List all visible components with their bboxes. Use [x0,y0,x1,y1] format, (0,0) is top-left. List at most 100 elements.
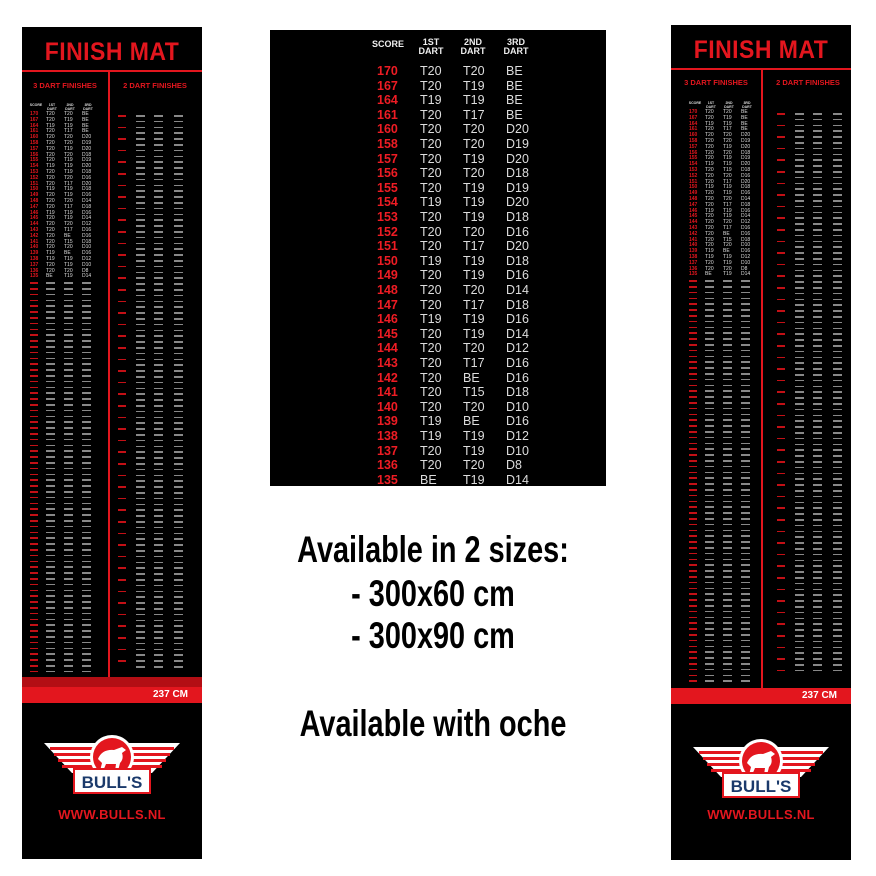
mat-cell: D20 [82,180,92,187]
illegible-row-mark [30,670,38,673]
illegible-row-mark [136,312,145,314]
illegible-row-mark [136,294,145,297]
illegible-row-mark [174,120,183,123]
illegible-row-mark [154,219,163,221]
illegible-row-mark [154,161,163,163]
website-url[interactable]: WWW.BULLS.NL [58,807,166,822]
mat-cell: D19 [82,157,92,164]
illegible-row-mark [795,577,804,579]
illegible-row-mark [705,512,714,514]
illegible-row-mark [795,362,804,364]
illegible-row-mark [705,576,714,578]
illegible-row-mark [833,194,842,196]
illegible-row-mark [64,299,73,302]
mat-cell: T20 [723,219,732,226]
illegible-row-mark [705,639,714,642]
illegible-row-mark [64,328,73,331]
mat-cell: 142 [689,230,698,237]
illegible-row-mark [705,431,714,433]
illegible-row-mark [705,280,714,282]
illegible-row-mark [154,202,163,204]
illegible-row-mark [741,674,750,677]
illegible-row-mark [64,363,73,365]
illegible-row-mark [795,501,804,504]
illegible-row-mark [154,155,163,158]
illegible-row-mark [174,190,183,192]
illegible-row-mark [82,537,91,539]
illegible-row-mark [46,537,55,539]
illegible-row-mark [705,587,714,590]
mat-cell: T20 [723,137,732,144]
column-header: 3RD DART [83,103,93,111]
illegible-row-mark [813,176,822,179]
wing-stripe [128,747,174,750]
illegible-row-mark [82,438,91,441]
illegible-row-mark [174,115,183,117]
illegible-row-mark [795,658,804,660]
mat-cell: 143 [30,226,39,233]
mat-cell: T19 [64,157,73,164]
illegible-row-mark [64,392,73,394]
logo-text: BULL'S [82,773,143,792]
illegible-row-mark [174,550,183,552]
illegible-row-mark [723,291,732,294]
illegible-row-mark [46,404,55,406]
illegible-row-mark [46,520,55,522]
logo-text: BULL'S [731,777,792,796]
illegible-row-mark [136,532,145,535]
second-dart-cell: T20 [463,166,485,181]
illegible-row-mark [118,312,126,314]
illegible-row-mark [136,428,145,430]
illegible-row-mark [723,454,732,456]
illegible-row-mark [46,572,55,574]
mat-cell: T17 [64,180,73,187]
illegible-row-mark [795,246,804,248]
illegible-row-mark [813,252,822,254]
logo-plate [722,772,800,798]
illegible-row-mark [833,304,842,306]
website-url[interactable]: WWW.BULLS.NL [707,807,815,822]
illegible-row-mark [813,420,822,422]
score-cell: 154 [377,195,398,210]
illegible-row-mark [82,386,91,389]
illegible-row-mark [118,115,126,117]
illegible-row-mark [174,207,183,210]
illegible-row-mark [813,495,822,498]
score-cell: 141 [377,385,398,400]
illegible-row-mark [795,211,804,214]
illegible-row-mark [64,612,73,615]
illegible-row-mark [741,373,750,375]
illegible-row-mark [777,519,785,521]
illegible-row-mark [723,477,732,479]
illegible-row-mark [136,219,145,221]
mat-cell: 151 [30,180,39,187]
illegible-row-mark [174,184,183,187]
illegible-row-mark [154,271,163,274]
illegible-row-mark [30,601,38,603]
illegible-row-mark [689,419,697,421]
illegible-row-mark [118,405,126,407]
illegible-row-mark [174,144,183,146]
mat-cell: BE [723,230,730,237]
illegible-row-mark [741,547,750,549]
illegible-row-mark [813,582,822,585]
illegible-row-mark [64,653,73,655]
score-cell: 139 [377,414,398,429]
illegible-row-mark [118,126,126,129]
illegible-row-mark [795,147,804,150]
illegible-row-mark [118,625,126,627]
illegible-row-mark [136,126,145,129]
illegible-row-mark [64,404,73,406]
illegible-row-mark [154,457,163,459]
illegible-row-mark [813,565,822,567]
illegible-row-mark [777,588,785,591]
illegible-row-mark [154,666,163,668]
illegible-row-mark [833,606,842,608]
illegible-row-mark [82,473,91,476]
illegible-row-mark [30,398,38,400]
illegible-row-mark [154,207,163,210]
illegible-row-mark [82,392,91,394]
illegible-row-mark [154,178,163,181]
